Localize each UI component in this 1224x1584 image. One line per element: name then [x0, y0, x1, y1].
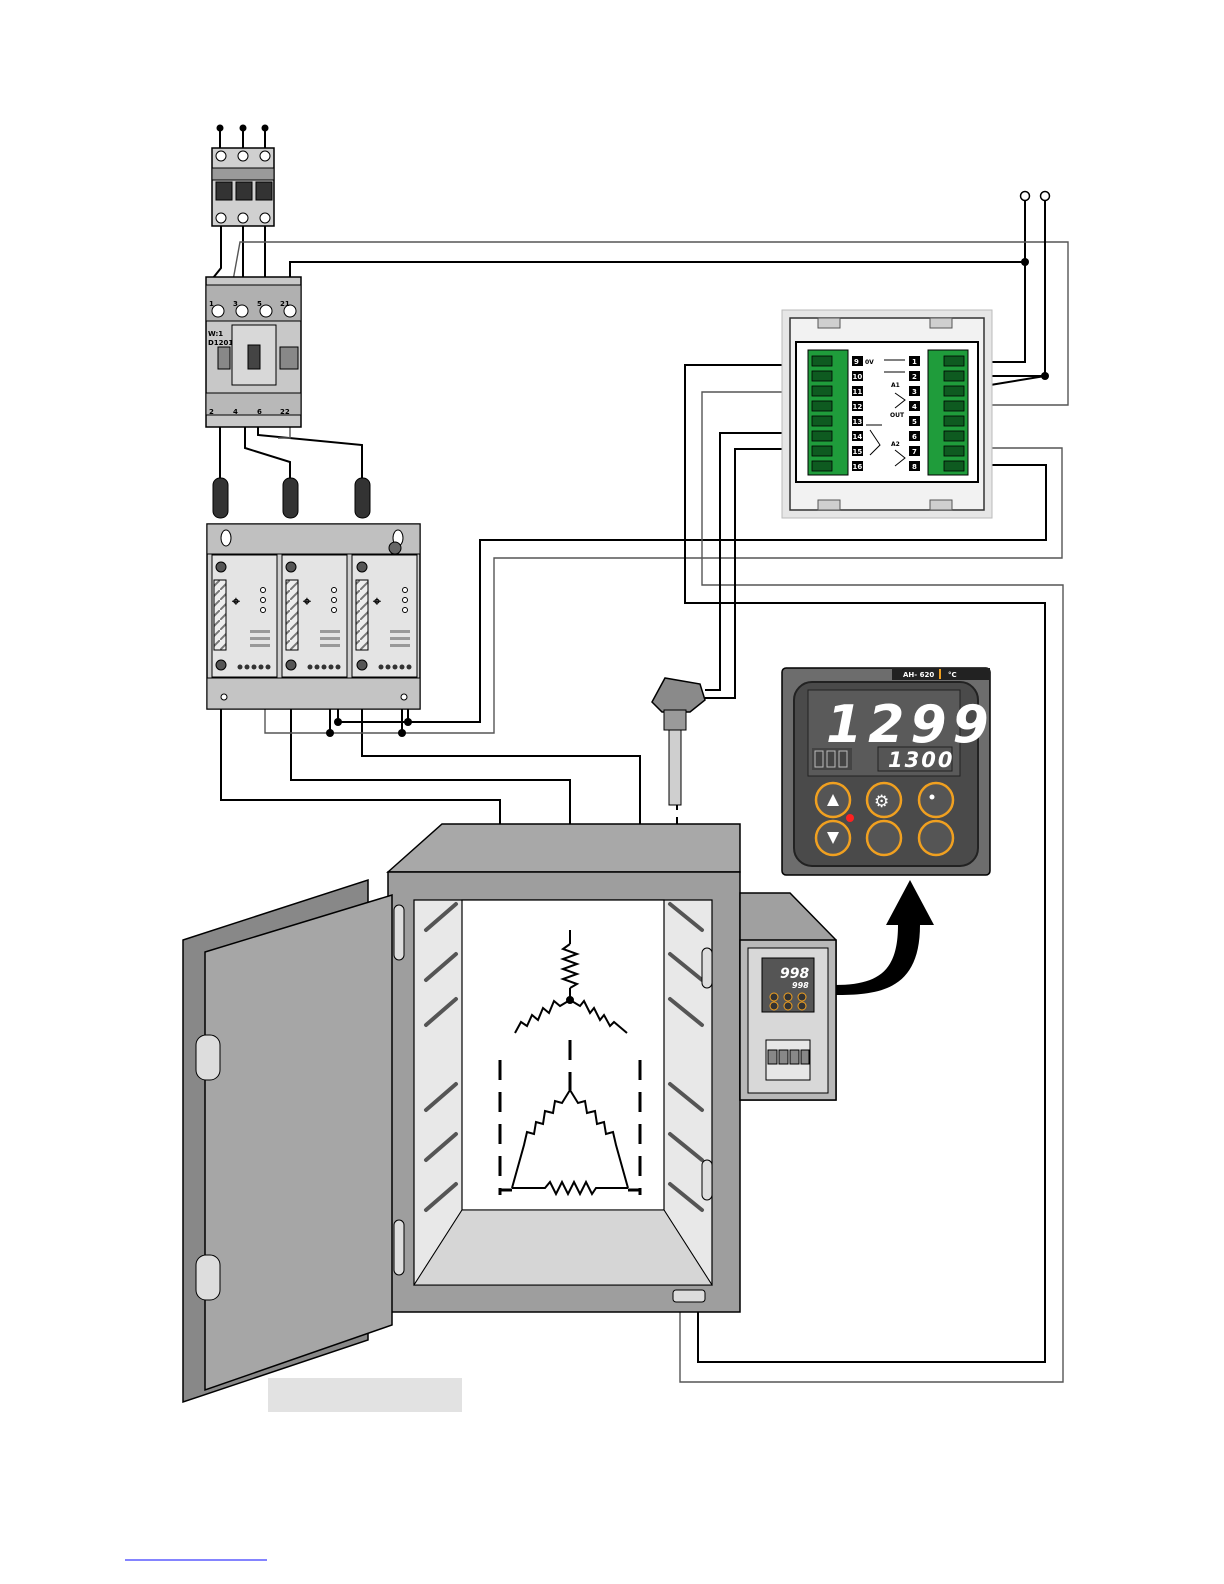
function-icon: ⚙	[874, 792, 889, 812]
contactor-terminal-5: 5	[257, 300, 262, 308]
control-supply-terminals	[1021, 192, 1050, 201]
alarm-icon	[846, 814, 854, 822]
rear-terminal-13: 13	[853, 418, 863, 426]
rear-terminal-16: 16	[853, 463, 863, 471]
rear-label-out: OUT	[890, 412, 905, 419]
rear-terminal-2: 2	[912, 373, 917, 381]
contactor-model-line: W:1	[208, 330, 223, 338]
controller-model: AH- 620	[903, 671, 934, 679]
ssr-unit-1: ⌖	[212, 555, 277, 677]
contactor-terminal-21: 21	[280, 300, 290, 308]
rear-terminal-5: 5	[912, 418, 917, 426]
rear-label-0v: 0V	[865, 359, 874, 366]
blank-button-1[interactable]	[867, 821, 901, 855]
rear-terminal-1: 1	[912, 358, 917, 366]
contactor-terminal-22: 22	[280, 408, 290, 416]
rear-label-a2: A2	[891, 441, 900, 448]
controller-unit: °C	[948, 671, 957, 679]
rear-terminal-15: 15	[853, 448, 863, 456]
contactor-model-line: D1201	[208, 339, 233, 347]
rear-terminal-10: 10	[853, 373, 863, 381]
contactor: 1 3 5 21 W:1 D1201 2 4 6 22	[206, 277, 301, 427]
process-value-display: 1299	[826, 695, 995, 755]
ssr-unit-3: ⌖	[352, 555, 417, 677]
svg-text:⌖: ⌖	[372, 594, 381, 610]
svg-text:⌖: ⌖	[231, 594, 240, 610]
controller-rear: 9 10 11 12 13 14 15 16 1 2 3 4 5 6 7 8	[782, 310, 992, 518]
rear-terminal-11: 11	[853, 388, 863, 396]
set-value-display: 1300	[888, 748, 954, 772]
furnace: 998 998	[183, 824, 836, 1402]
rear-terminal-12: 12	[853, 403, 863, 411]
ssr-unit-2: ⌖	[282, 555, 347, 677]
rear-terminal-3: 3	[912, 388, 917, 396]
contactor-terminal-4: 4	[233, 408, 238, 416]
rear-terminal-4: 4	[912, 403, 917, 411]
rear-terminal-14: 14	[853, 433, 863, 441]
contactor-terminal-6: 6	[257, 408, 262, 416]
contactor-terminal-1: 1	[209, 300, 214, 308]
svg-text:⌖: ⌖	[302, 594, 311, 610]
zoom-arrow-icon	[835, 880, 934, 995]
rear-terminal-9: 9	[854, 358, 859, 366]
circuit-breaker	[212, 148, 274, 226]
rear-terminal-6: 6	[912, 433, 917, 441]
shift-button[interactable]	[919, 783, 953, 817]
wire-chokes	[213, 478, 370, 518]
shift-dot-icon	[930, 795, 935, 800]
contactor-terminal-3: 3	[233, 300, 238, 308]
rear-terminal-8: 8	[912, 463, 917, 471]
caption-placeholder	[268, 1378, 462, 1412]
mini-pv-display: 998	[780, 966, 809, 982]
controller-front: AH- 620 °C 1299 1300 ⚙	[782, 668, 995, 875]
blank-button-2[interactable]	[919, 821, 953, 855]
ssr-module: ⌖ ⌖ ⌖	[207, 524, 420, 709]
contactor-terminal-2: 2	[209, 408, 214, 416]
rear-terminal-7: 7	[912, 448, 917, 456]
rear-label-a1: A1	[891, 382, 900, 389]
mini-sv-display: 998	[792, 981, 809, 990]
